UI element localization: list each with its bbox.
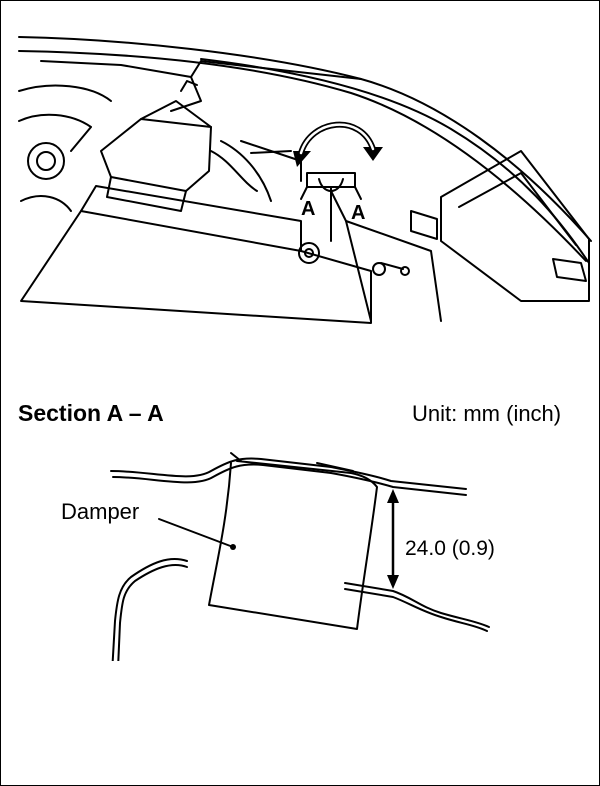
relay-box (100, 118, 212, 192)
section-marker-a-right: A (351, 202, 365, 224)
hood-skin (110, 457, 467, 490)
fender-panel (440, 150, 590, 302)
section-marker-a-left: A (301, 198, 315, 220)
engine-compartment-illustration: A A (18, 36, 592, 324)
damper-bracket (306, 172, 356, 188)
dimension-arrow-bottom (387, 575, 399, 589)
damper-label: Damper (61, 499, 140, 524)
section-aa-drawing (110, 452, 490, 661)
damper-leader (158, 518, 234, 548)
section-title: Section A – A (18, 400, 164, 426)
dimension-arrow-top (387, 489, 399, 503)
damper-leader-dot (230, 544, 236, 550)
unit-label: Unit: mm (inch) (412, 401, 562, 426)
lower-panel (344, 582, 490, 628)
rotation-arrow-icon (298, 121, 376, 156)
strut-tower (27, 142, 65, 180)
bracket-rod (111, 558, 188, 661)
dimension-label: 24.0 (0.9) (405, 537, 495, 560)
radiator-support (20, 210, 372, 324)
damper-block (208, 460, 378, 630)
